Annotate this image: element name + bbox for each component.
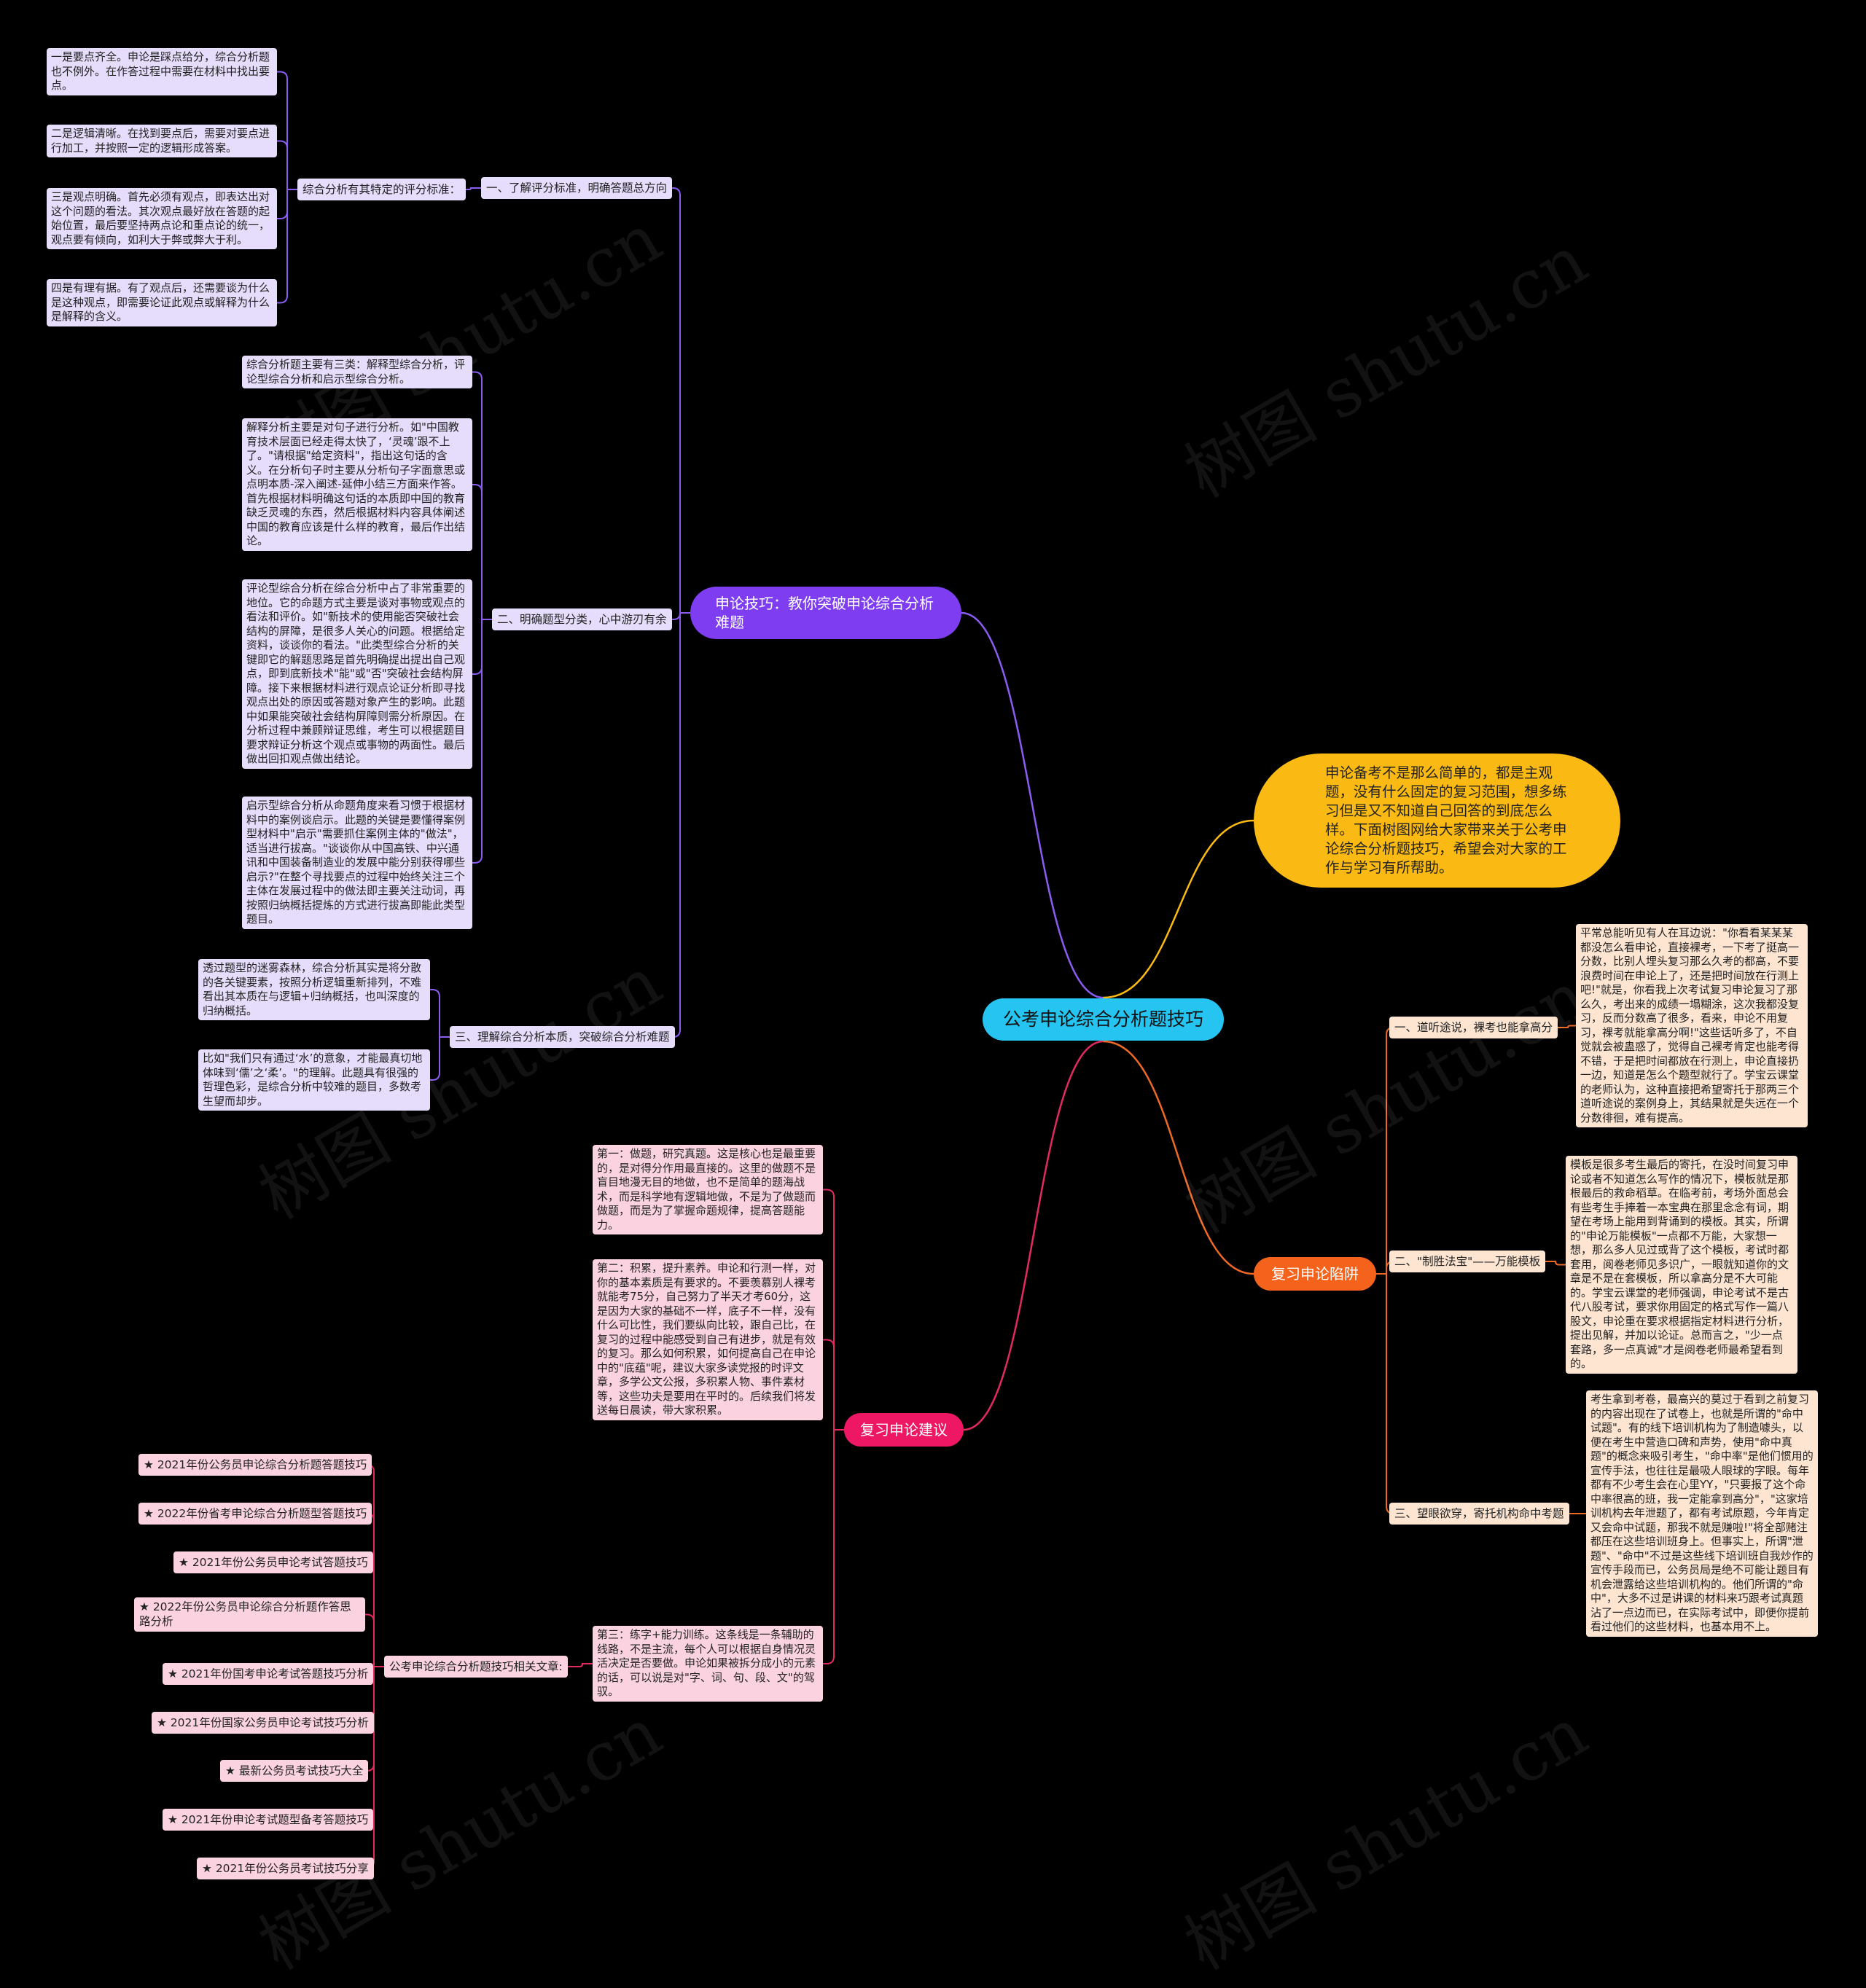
- connector-line: [672, 612, 690, 620]
- connector-line: [568, 1663, 593, 1667]
- connector-line: [277, 71, 297, 190]
- connector-line: [1103, 819, 1254, 999]
- skills-section-3[interactable]: 三、理解综合分析本质，突破综合分析难题: [450, 1026, 675, 1048]
- connector-line: [963, 1040, 1104, 1431]
- related-article-link[interactable]: ★ 2022年份公务员申论综合分析题作答思路分析: [134, 1597, 365, 1632]
- skills-section-2-item[interactable]: 解释分析主要是对句子进行分析。如"中国教育技术层面已经走得太快了，‘灵魂’跟不上…: [242, 418, 472, 551]
- skills-section-3-item[interactable]: 透过题型的迷雾森林，综合分析其实是将分散的各关键要素，按照分析逻辑重新排列，不难…: [198, 959, 430, 1020]
- branch-skills[interactable]: 申论技巧：教你突破申论综合分析难题: [690, 587, 961, 639]
- traps-section-3-text[interactable]: 考生拿到考卷，最高兴的莫过于看到之前复习的内容出现在了试卷上，也就是所谓的"命中…: [1586, 1390, 1818, 1637]
- skills-section-3-item[interactable]: 比如"我们只有通过‘水’的意象，才能最真切地体味到‘儒’之‘柔’。"的理解。此题…: [198, 1049, 430, 1111]
- connector-line: [472, 371, 492, 620]
- skills-section-2[interactable]: 二、明确题型分类，心中游刃有余: [492, 608, 672, 630]
- connector-line: [365, 1613, 384, 1667]
- connector-line: [672, 612, 690, 1038]
- intro-bubble[interactable]: 申论备考不是那么简单的，都是主观题，没有什么固定的复习范围，想多练习但是又不知道…: [1254, 754, 1620, 888]
- related-article-link[interactable]: ★ 最新公务员考试技巧大全: [220, 1760, 369, 1782]
- related-article-link[interactable]: ★ 2021年份公务员考试技巧分享: [197, 1858, 374, 1879]
- connector-line: [1376, 1027, 1394, 1275]
- skills-section-1[interactable]: 一、了解评分标准，明确答题总方向: [481, 177, 673, 199]
- traps-section-3[interactable]: 三、望眼欲穿，寄托机构命中考题: [1389, 1503, 1569, 1525]
- connector-line: [823, 1339, 844, 1431]
- related-articles-label[interactable]: 公考申论综合分析题技巧相关文章:: [384, 1656, 568, 1678]
- traps-section-2[interactable]: 二、"制胜法宝"——万能模板: [1389, 1251, 1546, 1272]
- related-article-link[interactable]: ★ 2021年份国家公务员申论考试技巧分析: [152, 1712, 374, 1734]
- connector-line: [823, 1429, 844, 1664]
- advice-item[interactable]: 第三：练字+能力训练。这条线是一条辅助的线路，不是主流，每个人可以根据自身情况灵…: [593, 1626, 823, 1702]
- central-topic[interactable]: 公考申论综合分析题技巧: [983, 998, 1225, 1041]
- connector-line: [366, 1513, 384, 1667]
- connector-line: [1545, 1261, 1566, 1266]
- connector-line: [672, 187, 690, 614]
- connector-line: [466, 187, 481, 190]
- skills-section-1-item[interactable]: 四是有理有据。有了观点后，还需要谈为什么是这种观点，即需要论证此观点或解释为什么…: [47, 279, 277, 326]
- skills-section-1-item[interactable]: 二是逻辑清晰。在找到要点后，需要对要点进行加工，并按照一定的逻辑形成答案。: [47, 125, 277, 157]
- skills-section-1-item[interactable]: 三是观点明确。首先必须有观点，即表达出对这个问题的看法。其次观点最好放在答题的起…: [47, 188, 277, 249]
- connector-line: [277, 140, 297, 190]
- related-article-link[interactable]: ★ 2021年份公务员申论综合分析题答题技巧: [138, 1454, 372, 1476]
- skills-section-1-sublabel[interactable]: 综合分析有其特定的评分标准：: [297, 179, 466, 200]
- connector-line: [1103, 1040, 1254, 1275]
- connector-line: [823, 1189, 844, 1431]
- connector-line: [430, 989, 450, 1038]
- related-article-link[interactable]: ★ 2021年份国考申论考试答题技巧分析: [163, 1663, 374, 1685]
- traps-section-1[interactable]: 一、道听途说，裸考也能拿高分: [1389, 1017, 1558, 1038]
- connector-line: [1376, 1273, 1394, 1514]
- connector-line: [472, 619, 492, 864]
- connector-line: [1558, 1025, 1576, 1028]
- connector-line: [277, 189, 297, 304]
- skills-section-2-item[interactable]: 启示型综合分析从命题角度来看习惯于根据材料中的案例谈启示。此题的关键是要懂得案例…: [242, 797, 472, 929]
- advice-item[interactable]: 第二：积累，提升素养。申论和行测一样，对你的基本素质是有要求的。不要羡慕别人裸考…: [593, 1259, 823, 1420]
- related-article-link[interactable]: ★ 2021年份申论考试题型备考答题技巧: [163, 1809, 374, 1831]
- connector-line: [366, 1666, 384, 1820]
- connector-line: [472, 484, 492, 620]
- skills-section-2-item[interactable]: 评论型综合分析在综合分析中占了非常重要的地位。它的命题方式主要是谈对事物或观点的…: [242, 579, 472, 769]
- traps-section-1-text[interactable]: 平常总能听见有人在耳边说："你看看某某某都没怎么看申论，直接裸考，一下考了挺高一…: [1576, 924, 1808, 1127]
- connector-line: [961, 611, 1104, 999]
- skills-section-2-item[interactable]: 综合分析题主要有三类：解释型综合分析，评论型综合分析和启示型综合分析。: [242, 356, 472, 388]
- advice-item[interactable]: 第一：做题，研究真题。这是核心也是最重要的，是对得分作用最直接的。这里的做题不是…: [593, 1145, 823, 1234]
- traps-section-2-text[interactable]: 模板是很多考生最后的寄托，在没时间复习申论或者不知道怎么写作的情况下，模板就是那…: [1566, 1156, 1797, 1374]
- branch-traps[interactable]: 复习申论陷阱: [1254, 1257, 1376, 1291]
- branch-advice[interactable]: 复习申论建议: [844, 1413, 964, 1447]
- related-article-link[interactable]: ★ 2022年份省考申论综合分析题型答题技巧: [138, 1503, 372, 1525]
- connector-line: [366, 1666, 384, 1869]
- skills-section-1-item[interactable]: 一是要点齐全。申论是踩点给分，综合分析题也不例外。在作答过程中需要在材料中找出要…: [47, 48, 277, 95]
- connector-line: [430, 1036, 450, 1081]
- related-article-link[interactable]: ★ 2021年份公务员申论考试答题技巧: [173, 1551, 373, 1573]
